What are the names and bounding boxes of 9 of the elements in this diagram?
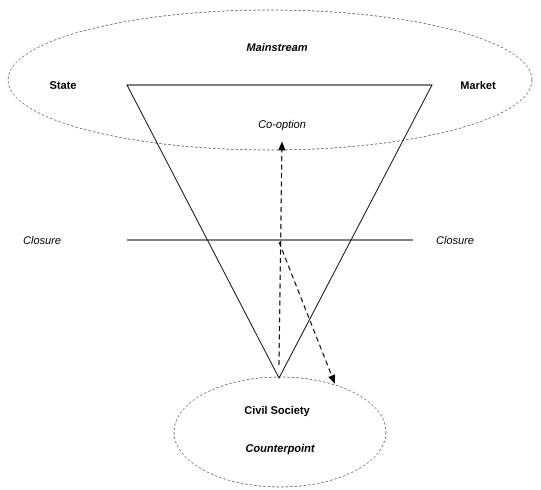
node-label: Co-option (258, 120, 306, 130)
ellipse-label: Civil Society Counterpoint (244, 406, 315, 454)
ellipse-label: Mainstream State Market (50, 42, 496, 90)
side-label: Closure (24, 236, 61, 244)
node-label: Market (461, 80, 496, 90)
node-label: State (50, 81, 76, 89)
node-label: Civil Society (244, 406, 310, 416)
node-label: Counterpoint (246, 444, 315, 454)
node-label: Mainstream (246, 42, 308, 52)
